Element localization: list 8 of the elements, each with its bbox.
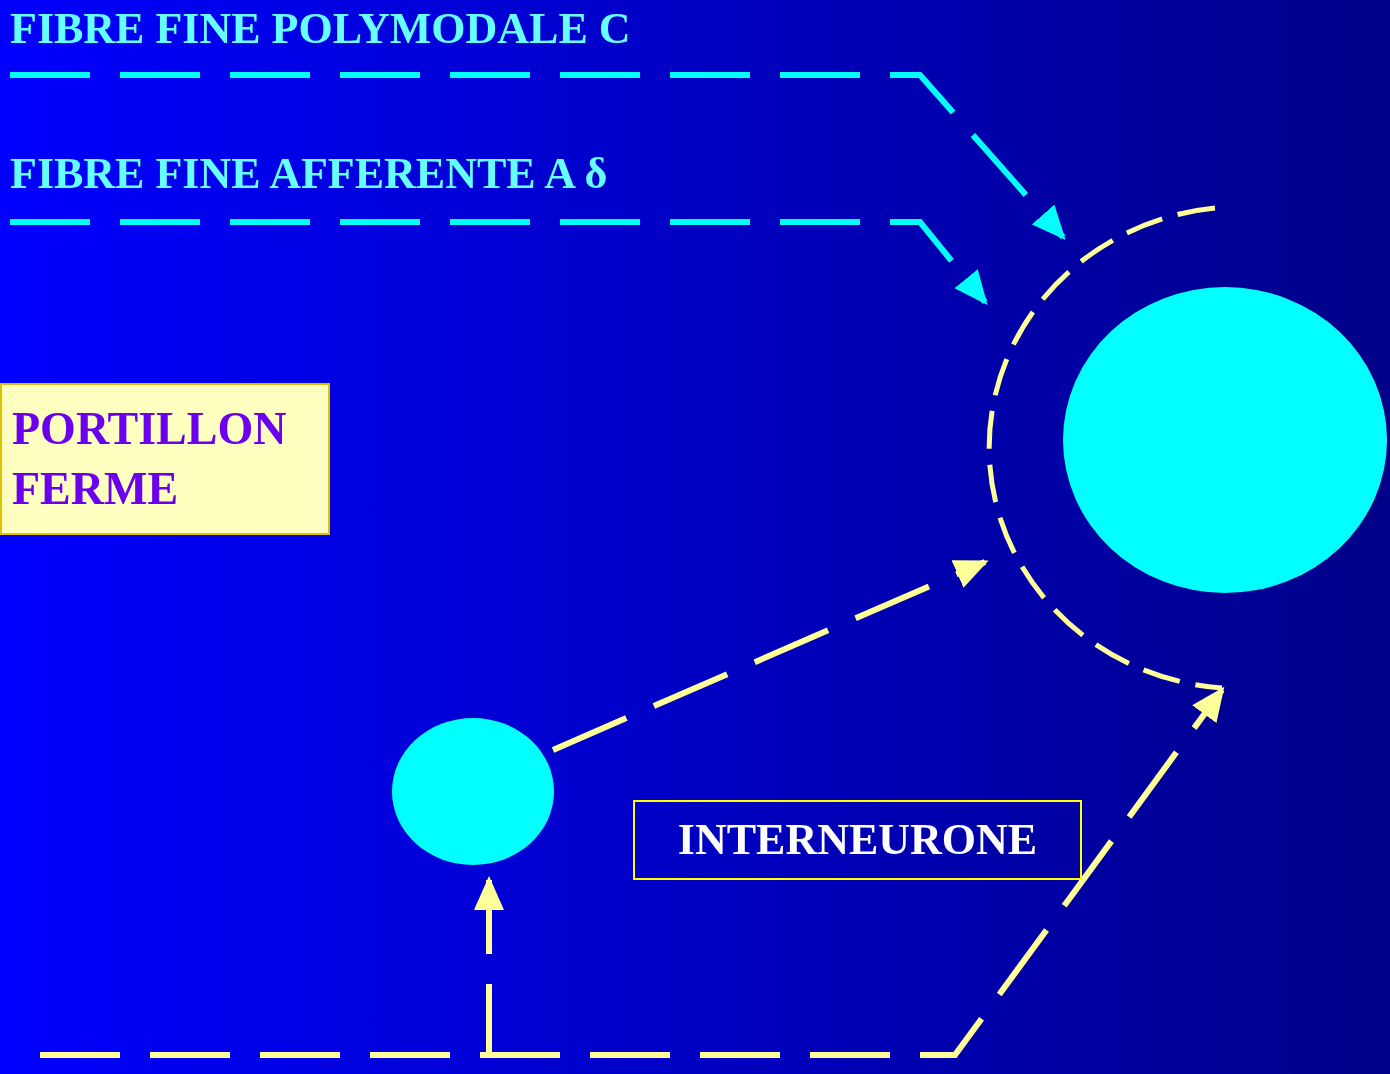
- fiber-label: FIBRE FINE POLYMODALE C: [10, 4, 631, 53]
- arrow: [10, 72, 1066, 240]
- arrow: [40, 686, 1225, 1058]
- arrow: [551, 559, 989, 753]
- fiber-label: FIBRE FINE AFFERENTE A δ: [10, 149, 608, 198]
- gate-status-box: PORTILLON FERME: [0, 383, 330, 535]
- arrow: [10, 219, 988, 306]
- label-box: INTERNEURONE: [633, 800, 1082, 880]
